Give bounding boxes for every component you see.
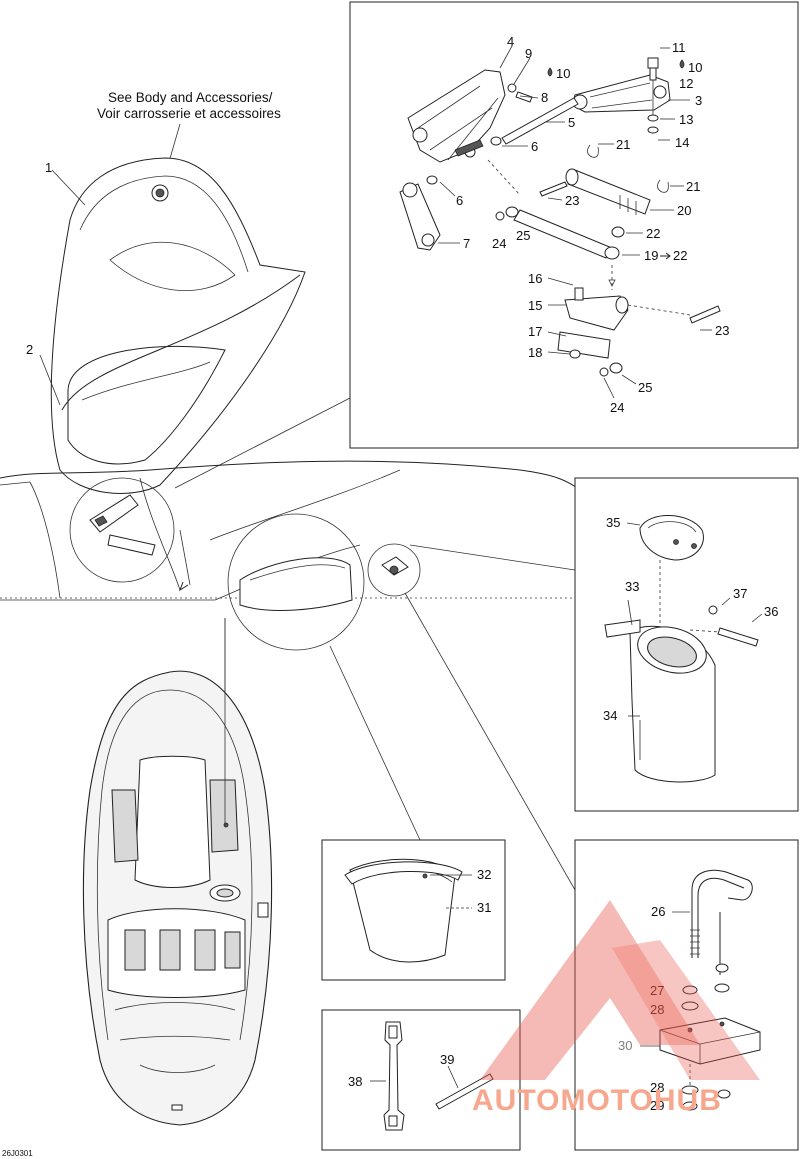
callout-21-a: 21 [616, 137, 630, 152]
storage-detail-circle [227, 513, 365, 651]
part-39-rod [435, 1073, 494, 1110]
callout-15: 15 [528, 298, 542, 313]
diagram-code: 26J0301 [2, 1149, 33, 1158]
callout-36: 36 [764, 604, 778, 619]
callout-1: 1 [45, 160, 52, 175]
callout-8: 8 [541, 90, 548, 105]
part-2-strap [61, 274, 301, 411]
latch-detail [69, 477, 191, 592]
part-28-29-hardware [681, 1064, 731, 1111]
callout-21-b: 21 [686, 179, 700, 194]
callout-16: 16 [528, 271, 542, 286]
part-22-washer [611, 226, 625, 238]
callout-28-a: 28 [650, 1002, 664, 1017]
callout-3: 3 [695, 93, 702, 108]
note-line-2: Voir carrosserie et accessoires [97, 106, 281, 121]
callout-18: 18 [528, 345, 542, 360]
part-21-clip-b [657, 179, 669, 193]
callout-13: 13 [679, 112, 693, 127]
part-23-pin [539, 181, 568, 197]
part-4-bracket [407, 69, 506, 163]
callout-25-b: 25 [638, 380, 652, 395]
callout-28-b: 28 [650, 1080, 664, 1095]
callout-32: 32 [477, 867, 491, 882]
part-34-bin [629, 625, 716, 783]
callout-34: 34 [603, 708, 617, 723]
callout-11: 11 [672, 40, 686, 55]
arrow-right-icon [660, 252, 671, 260]
part-19-22-rod [513, 168, 651, 260]
automotohub-watermark: AUTOMOTOHUB [472, 1084, 722, 1117]
callout-19-target: 22 [673, 248, 687, 263]
part-27-28-washers [681, 963, 730, 1011]
part-33-bracket [604, 599, 641, 638]
callout-26: 26 [651, 904, 665, 919]
anchor-kit-box [574, 839, 799, 1151]
loctite-drop-icon [547, 67, 553, 77]
small-detail-circle [367, 543, 421, 597]
note-line-1: See Body and Accessories/ [108, 90, 273, 105]
callout-38: 38 [348, 1074, 362, 1089]
part-24-washer [495, 211, 505, 221]
callout-24-b: 24 [610, 400, 624, 415]
callout-20: 20 [677, 203, 691, 218]
part-38-wrench [383, 1021, 405, 1131]
part-1-seat [50, 157, 306, 494]
part-21-clip [587, 144, 599, 158]
callout-10-a: 10 [556, 66, 570, 81]
callout-31: 31 [477, 900, 491, 915]
part-25-washer [505, 206, 519, 218]
callout-39: 39 [440, 1052, 454, 1067]
part-5-shaft [501, 97, 579, 145]
callout-6-b: 6 [456, 193, 463, 208]
part-36-37-hardware [689, 605, 759, 647]
callout-2: 2 [26, 342, 33, 357]
part-6-washers [426, 136, 502, 185]
callout-23-a: 23 [565, 193, 579, 208]
callout-27: 27 [650, 983, 664, 998]
callout-19: 19 [644, 248, 658, 263]
part-30-block [659, 1017, 761, 1065]
callout-22: 22 [646, 226, 660, 241]
automotohub-watermark-logo [480, 900, 760, 1080]
callout-24-a: 24 [492, 236, 506, 251]
callout-6-a: 6 [531, 139, 538, 154]
callout-23-b: 23 [715, 323, 729, 338]
callout-37: 37 [733, 586, 747, 601]
callout-14: 14 [675, 135, 689, 150]
part-8-bolt [507, 83, 533, 103]
callout-30: 30 [618, 1038, 632, 1053]
callout-5: 5 [568, 115, 575, 130]
part-31-bag [344, 858, 463, 963]
callout-35: 35 [606, 515, 620, 530]
callout-33: 33 [625, 579, 639, 594]
callout-29: 29 [650, 1098, 664, 1113]
callout-9: 9 [525, 46, 532, 61]
loctite-drop-icon [679, 59, 685, 69]
part-7-link [399, 182, 441, 251]
hull-top-view [82, 670, 273, 1126]
callout-12: 12 [679, 76, 693, 91]
callouts-linkage: 4 9 10 8 5 6 11 10 12 3 13 14 21 21 20 6… [438, 34, 729, 415]
callout-4: 4 [507, 34, 514, 49]
part-35-cap [639, 515, 704, 561]
part-23-pin-lower [689, 305, 721, 324]
callout-10-b: 10 [688, 60, 702, 75]
callout-17: 17 [528, 324, 542, 339]
callout-25-a: 25 [516, 228, 530, 243]
callout-7: 7 [463, 236, 470, 251]
hardware-11-14 [647, 57, 659, 134]
